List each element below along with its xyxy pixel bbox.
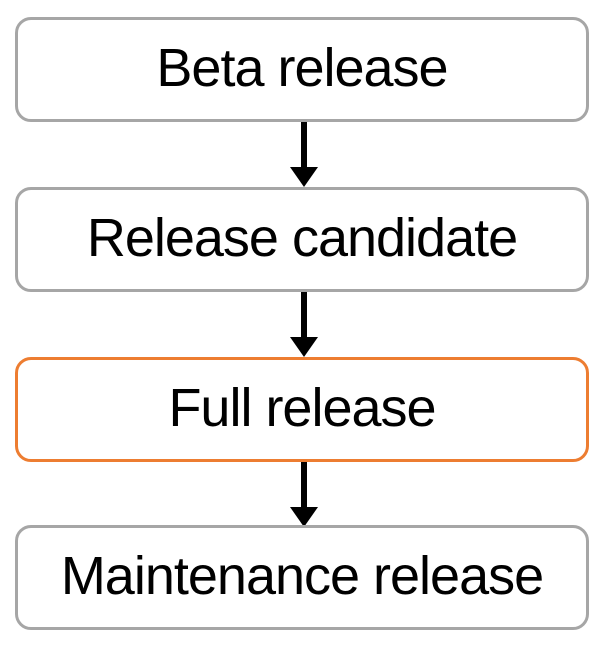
node-beta-release: Beta release [15,17,589,122]
down-arrow-head [289,507,318,527]
node-label: Beta release [156,37,448,98]
node-maintenance-release: Maintenance release [15,525,589,630]
node-label: Full release [168,377,436,438]
down-arrow-head [289,167,318,187]
down-arrow-3 [289,462,318,527]
down-arrow-shaft [300,462,307,507]
node-release-candidate: Release candidate [15,187,589,292]
down-arrow-head [289,337,318,357]
down-arrow-shaft [300,122,307,167]
node-label: Release candidate [86,207,518,268]
down-arrow-2 [289,292,318,357]
node-full-release: Full release [15,357,589,462]
node-label: Maintenance release [60,545,544,606]
down-arrow-shaft [300,292,307,337]
down-arrow-1 [289,122,318,187]
